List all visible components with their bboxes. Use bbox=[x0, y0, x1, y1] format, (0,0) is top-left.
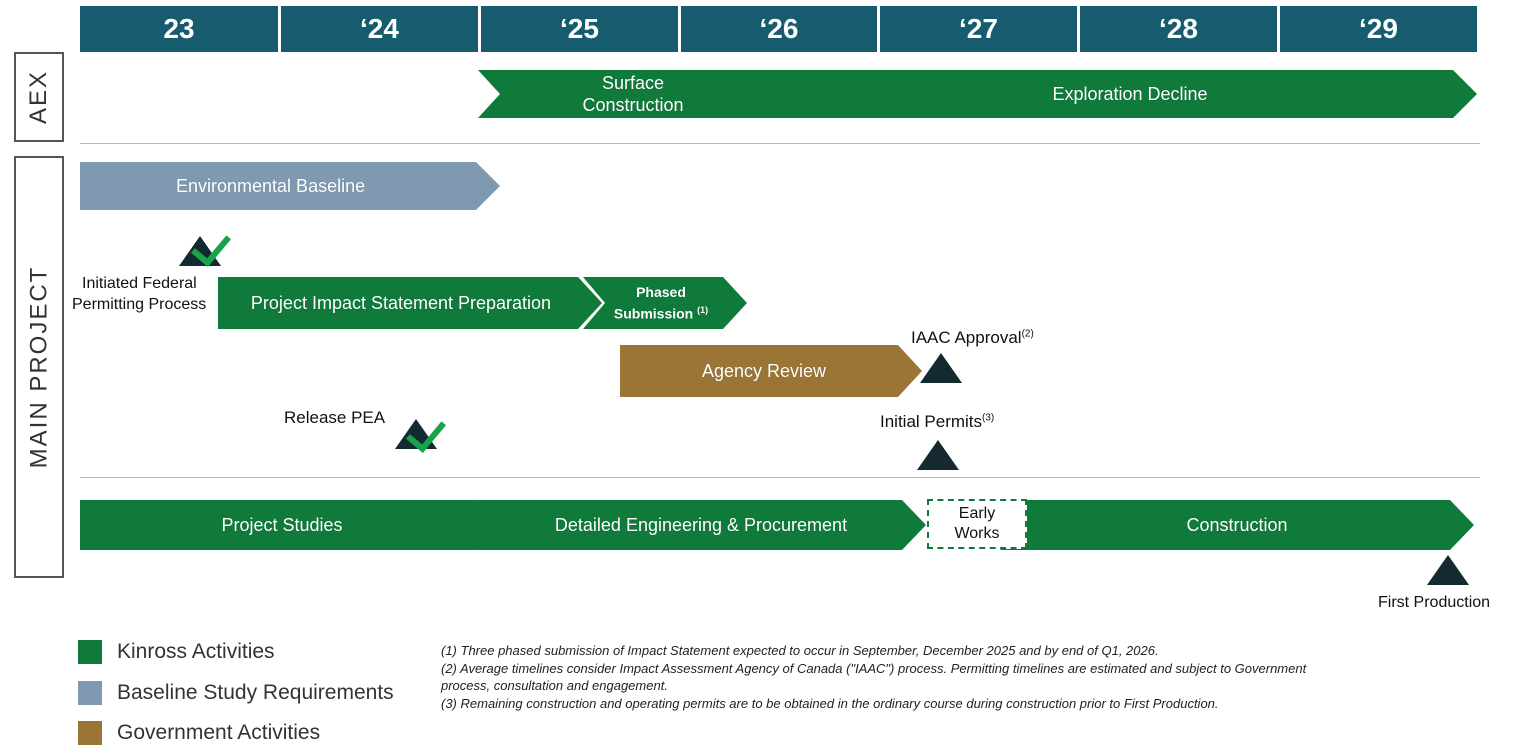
footnote-2: (2) Average timelines consider Impact As… bbox=[441, 660, 1307, 694]
year-header-23: 23 bbox=[80, 6, 278, 52]
iaac-approval-label: IAAC Approval(2) bbox=[911, 328, 1034, 348]
iaac-approval-text: IAAC Approval bbox=[911, 328, 1022, 347]
surface-construction-label: Surface Construction bbox=[582, 73, 684, 115]
legend-kinross-swatch bbox=[78, 640, 102, 664]
environmental-baseline-label: Environmental Baseline bbox=[176, 176, 366, 196]
first-production-milestone-icon bbox=[1427, 555, 1469, 585]
early-works-box: Early Works bbox=[927, 499, 1027, 549]
exploration-decline-label: Exploration Decline bbox=[1052, 84, 1208, 104]
initiated-federal-label-line1: Initiated Federal bbox=[82, 275, 197, 292]
project-studies-label: Project Studies bbox=[221, 515, 343, 535]
footnotes: (1) Three phased submission of Impact St… bbox=[441, 642, 1341, 712]
construction-label: Construction bbox=[1186, 515, 1288, 535]
release-pea-label: Release PEA bbox=[284, 408, 386, 427]
footnote-1: (1) Three phased submission of Impact St… bbox=[441, 643, 1159, 658]
project-studies-bar: Project Studies bbox=[80, 500, 500, 550]
agency-review-bar: Agency Review bbox=[620, 345, 922, 397]
main-project-section-box: MAIN PROJECT bbox=[14, 156, 64, 578]
year-header-27: ‘27 bbox=[880, 6, 1077, 52]
surface-construction-bar: Surface Construction bbox=[478, 70, 808, 118]
iaac-approval-milestone-icon bbox=[920, 353, 962, 383]
legend-baseline-swatch bbox=[78, 681, 102, 705]
section-divider-studies bbox=[80, 477, 1480, 478]
phased-submission-label: Phased Submission bbox=[613, 284, 694, 322]
project-impact-statement-bar: Project Impact Statement Preparation bbox=[218, 277, 602, 329]
legend-government-label: Government Activities bbox=[117, 721, 321, 744]
iaac-approval-note: (2) bbox=[1021, 328, 1034, 340]
year-header-28: ‘28 bbox=[1080, 6, 1277, 52]
release-pea-milestone-icon bbox=[395, 419, 437, 449]
aex-section-box: AEX bbox=[14, 52, 64, 142]
phased-submission-note: (1) bbox=[697, 305, 709, 316]
initial-permits-milestone-icon bbox=[917, 440, 959, 470]
main-project-section-label: MAIN PROJECT bbox=[25, 265, 52, 469]
phased-submission-text: Phased Submission (1) bbox=[613, 283, 717, 323]
phased-submission-bar: Phased Submission (1) bbox=[583, 277, 747, 329]
environmental-baseline-bar: Environmental Baseline bbox=[80, 162, 500, 210]
project-impact-statement-label: Project Impact Statement Preparation bbox=[250, 293, 552, 313]
legend-government-swatch bbox=[78, 721, 102, 745]
year-header-25: ‘25 bbox=[481, 6, 678, 52]
agency-review-label: Agency Review bbox=[701, 361, 827, 381]
construction-bar: Construction bbox=[1000, 500, 1474, 550]
year-header-29: ‘29 bbox=[1280, 6, 1477, 52]
detailed-engineering-bar: Detailed Engineering & Procurement bbox=[476, 500, 926, 550]
early-works-label: Early Works bbox=[954, 505, 1000, 542]
initiated-federal-milestone-icon bbox=[179, 236, 221, 266]
exploration-decline-bar: Exploration Decline bbox=[783, 70, 1477, 118]
detailed-engineering-label: Detailed Engineering & Procurement bbox=[554, 515, 848, 535]
initial-permits-note: (3) bbox=[982, 412, 995, 424]
initiated-federal-label-line2: Permitting Process bbox=[72, 296, 207, 313]
first-production-label: First Production bbox=[1378, 594, 1491, 611]
initial-permits-label: Initial Permits(3) bbox=[880, 412, 994, 432]
year-header-24: ‘24 bbox=[281, 6, 478, 52]
aex-section-label: AEX bbox=[25, 69, 52, 125]
legend-baseline-label: Baseline Study Requirements bbox=[117, 681, 394, 704]
initial-permits-text: Initial Permits bbox=[880, 412, 983, 431]
year-header-26: ‘26 bbox=[681, 6, 877, 52]
footnote-3: (3) Remaining construction and operating… bbox=[441, 695, 1219, 711]
section-divider-aex bbox=[80, 143, 1480, 144]
legend-kinross-label: Kinross Activities bbox=[117, 640, 275, 663]
